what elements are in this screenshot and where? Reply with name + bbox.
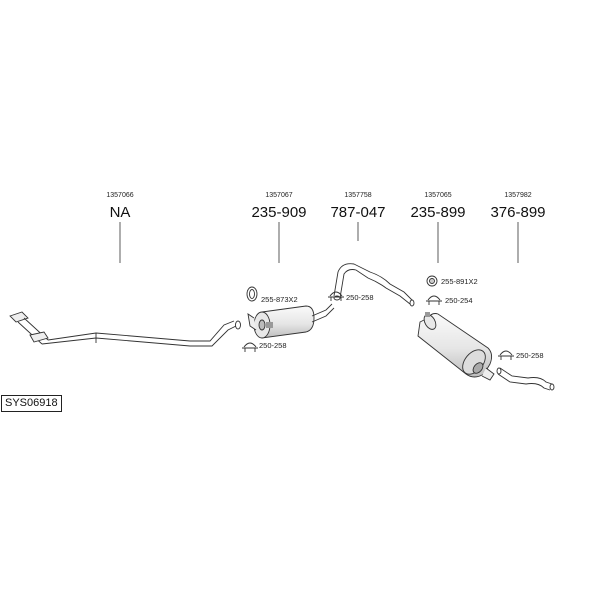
pipe-clamp-icon <box>498 350 514 360</box>
accessory-label-2: 250-258 <box>259 341 287 350</box>
accessory-label-3: 250-258 <box>346 293 374 302</box>
gasket-ring-icon <box>246 286 258 302</box>
part-number-3[interactable]: 787-047 <box>330 204 386 221</box>
part-number-2[interactable]: 235-909 <box>251 204 307 221</box>
pipe-clamp-icon <box>242 342 258 352</box>
ref-number-1: 1357066 <box>106 192 134 199</box>
diagram-code-label: SYS06918 <box>1 395 62 412</box>
accessory-label-6: 250-258 <box>516 351 544 360</box>
accessory-label-1: 255-873X2 <box>261 295 298 304</box>
accessory-label-4: 255-891X2 <box>441 277 478 286</box>
pipe-clamp-icon <box>328 291 344 301</box>
leader-lines <box>119 222 519 263</box>
part-number-4[interactable]: 235-899 <box>410 204 466 221</box>
ref-number-4: 1357065 <box>424 192 452 199</box>
part-number-5[interactable]: 376-899 <box>490 204 546 221</box>
intermediate-pipe-part[interactable] <box>333 263 415 307</box>
part-number-1[interactable]: NA <box>109 204 131 221</box>
accessory-label-5: 250-254 <box>445 296 473 305</box>
tail-pipe-part[interactable] <box>496 367 555 391</box>
gasket-ring-icon <box>426 275 438 287</box>
rear-silencer-part[interactable] <box>417 312 495 381</box>
ref-number-3: 1357758 <box>344 192 372 199</box>
front-pipe-part[interactable] <box>9 311 241 347</box>
ref-number-5: 1357982 <box>504 192 532 199</box>
front-silencer-part[interactable] <box>247 303 335 339</box>
pipe-clamp-icon <box>426 295 442 305</box>
ref-number-2: 1357067 <box>265 192 293 199</box>
